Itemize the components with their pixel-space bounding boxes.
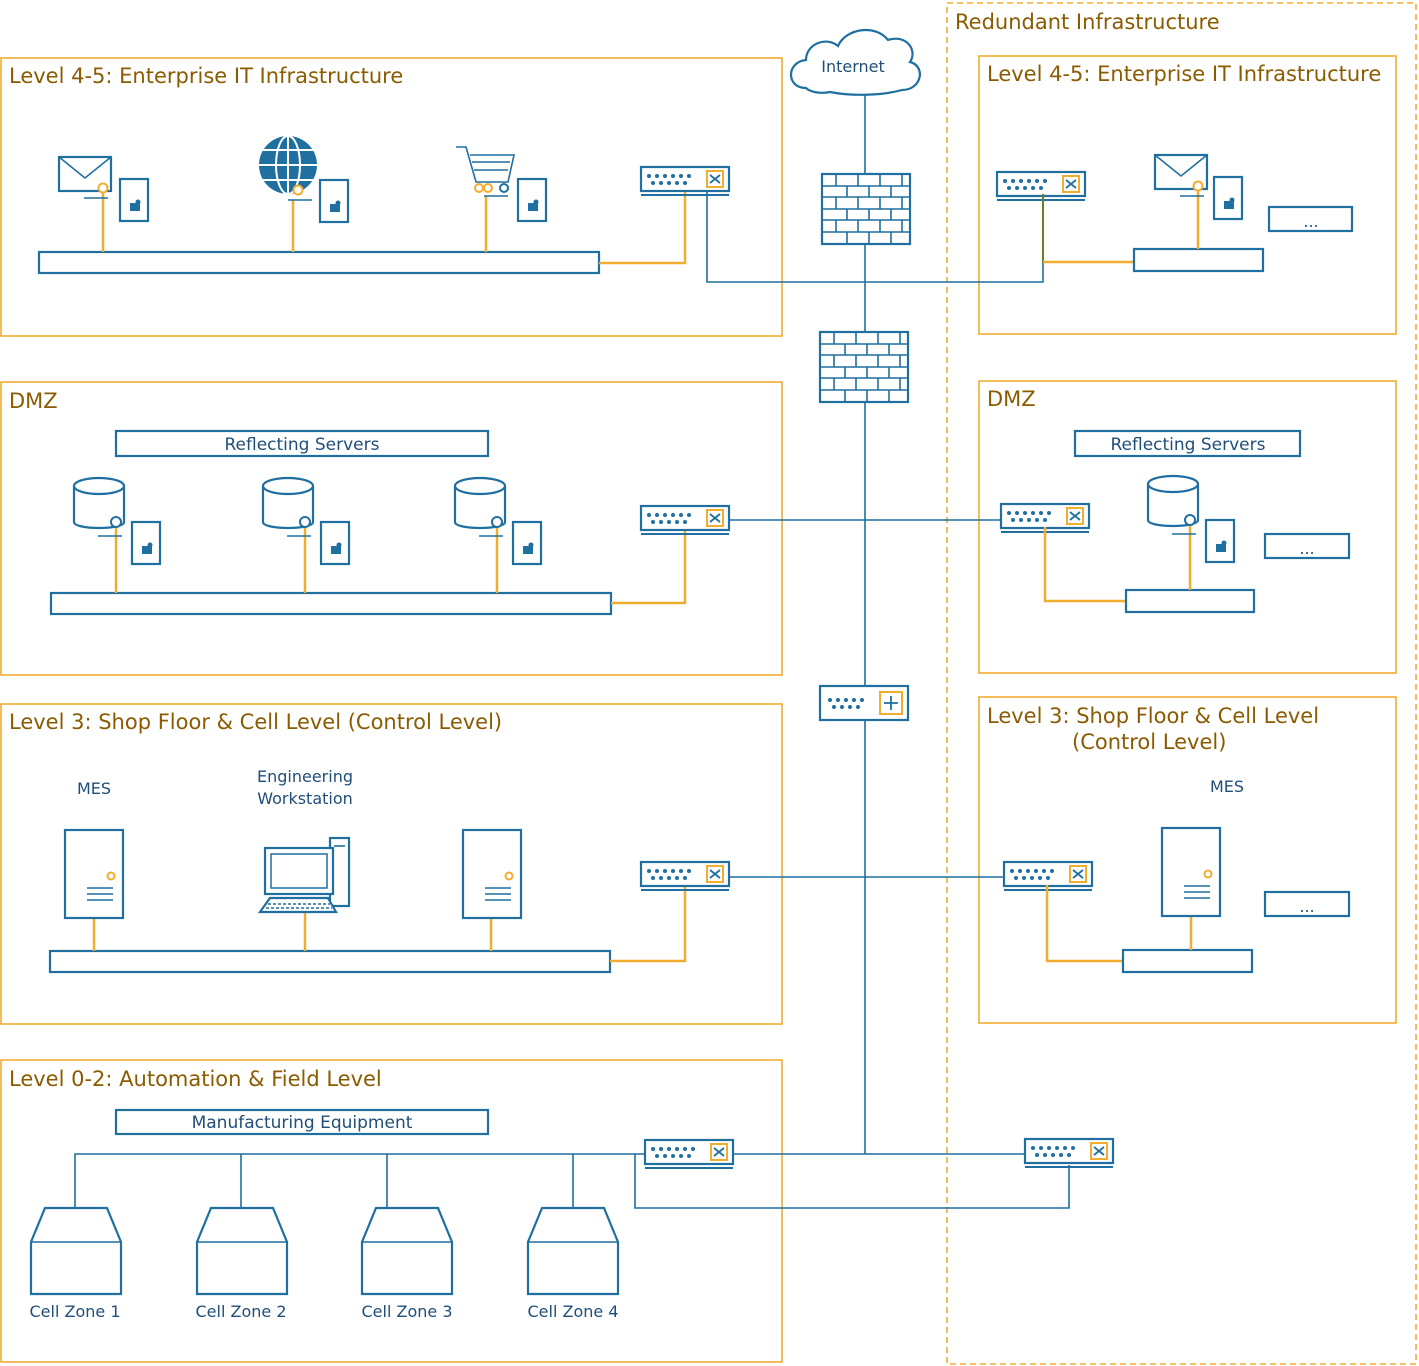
- redundant-control-zone: [978, 696, 1397, 1024]
- cell-zone-label: Cell Zone 3: [362, 1302, 453, 1321]
- switch-icon: [995, 170, 1087, 202]
- redundant-enterprise-bus: [1132, 247, 1265, 273]
- manufacturing-equipment-box: [114, 1108, 490, 1136]
- firewall-icon: [818, 330, 910, 404]
- firewall-icon: [820, 172, 912, 246]
- field-zone: [0, 1059, 783, 1363]
- ellipsis-label: ...: [1303, 212, 1318, 231]
- internet-label: Internet: [821, 57, 885, 76]
- cell-zone-icon: [526, 1206, 620, 1296]
- redundant-control-bus: [1121, 948, 1254, 974]
- reflecting-servers-box: [114, 429, 490, 458]
- engineering-label-1: Engineering: [257, 767, 353, 786]
- cell-zone-icon: [29, 1206, 123, 1296]
- redundant-zone: [946, 2, 1417, 1365]
- enterprise-bus: [37, 250, 601, 275]
- cell-zone-label: Cell Zone 1: [30, 1302, 121, 1321]
- workstation-icon: [257, 836, 351, 914]
- dmz-bus: [49, 591, 613, 616]
- redundant-reflecting-servers-box: [1073, 429, 1302, 458]
- redundant-reflecting-servers-label: Reflecting Servers: [1111, 435, 1266, 455]
- tower-server-icon: [461, 828, 523, 920]
- placeholder-box: [1263, 890, 1351, 918]
- redundant-enterprise-title: Level 4-5: Enterprise IT Infrastructure: [987, 62, 1381, 86]
- redundant-control-title-1: Level 3: Shop Floor & Cell Level: [987, 704, 1319, 728]
- switch-icon: [639, 860, 731, 892]
- mes-label: MES: [77, 779, 111, 798]
- placeholder-box: [1267, 205, 1354, 233]
- dmz-title: DMZ: [9, 389, 58, 413]
- redundant-dmz-bus: [1124, 588, 1256, 614]
- cell-zone-label: Cell Zone 4: [528, 1302, 619, 1321]
- switch-icon: [643, 1138, 735, 1170]
- web-server-icon: [259, 135, 350, 224]
- cell-zone-label: Cell Zone 2: [196, 1302, 287, 1321]
- cloud-icon: [790, 28, 921, 96]
- tower-server-icon: [63, 828, 125, 920]
- field-redundant-link: [634, 1154, 1070, 1209]
- manufacturing-equipment-label: Manufacturing Equipment: [192, 1113, 413, 1133]
- redundant-control-title-2: (Control Level): [1072, 730, 1226, 754]
- control-bus: [48, 949, 612, 974]
- switch-icon: [1023, 1137, 1115, 1169]
- field-bus-line: [74, 1153, 646, 1208]
- reflecting-servers-label: Reflecting Servers: [225, 435, 380, 455]
- tower-server-icon: [1160, 826, 1222, 918]
- email-server-icon: [57, 155, 150, 223]
- engineering-label-2: Workstation: [257, 789, 353, 808]
- enterprise-zone: [0, 57, 783, 337]
- control-zone: [0, 703, 783, 1025]
- redundant-dmz-title: DMZ: [987, 387, 1036, 411]
- switch-icon: [639, 504, 731, 536]
- redundant-dmz-zone: [978, 380, 1397, 674]
- field-title: Level 0-2: Automation & Field Level: [9, 1067, 382, 1091]
- switch-icon: [639, 165, 731, 197]
- redundant-title: Redundant Infrastructure: [955, 10, 1220, 34]
- ellipsis-label: ...: [1299, 897, 1314, 916]
- cell-zone-icon: [360, 1206, 454, 1296]
- placeholder-box: [1263, 532, 1351, 560]
- control-title: Level 3: Shop Floor & Cell Level (Contro…: [9, 710, 502, 734]
- shop-server-icon: [456, 146, 548, 223]
- router-icon: [818, 684, 910, 722]
- cell-zone-icon: [195, 1206, 289, 1296]
- redundant-mes-label: MES: [1210, 777, 1244, 796]
- dmz-zone: [0, 381, 783, 676]
- enterprise-title: Level 4-5: Enterprise IT Infrastructure: [9, 64, 403, 88]
- email-server-icon: [1153, 153, 1244, 221]
- ellipsis-label: ...: [1299, 539, 1314, 558]
- redundant-enterprise-zone: [978, 55, 1397, 335]
